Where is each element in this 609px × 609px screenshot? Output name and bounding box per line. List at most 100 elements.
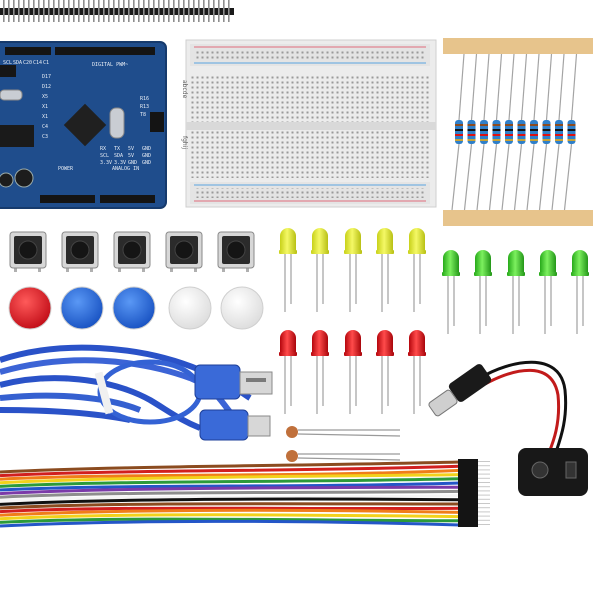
led [571,250,589,334]
photoresistor-2 [286,450,401,462]
led [344,228,362,312]
button-cap [112,286,156,330]
tactile-button [217,231,255,272]
led [408,228,426,312]
led [344,330,362,414]
header-pin [53,0,55,22]
header-pin [28,0,30,22]
board-bottom-label: GND [128,160,137,166]
header-pin [228,0,230,22]
led [539,250,557,334]
header-pin [18,0,20,22]
power-header-bottom [40,195,95,203]
board-bottom-label: TX [114,146,120,152]
analog-header-bottom [100,195,155,203]
header-pin [148,0,150,22]
usb-cable [0,344,273,441]
header-pin-strip [0,0,234,22]
usb-b-plug [199,409,271,441]
board-bottom-label: 3.3V [114,160,126,166]
tactile-button [113,231,151,272]
header-pin [13,0,15,22]
header-pin [38,0,40,22]
resistor [476,53,490,211]
header-pin [133,0,135,22]
photoresistors [286,426,401,462]
board-bottom-label: 5V [128,146,134,152]
header-pin [88,0,90,22]
header-pin [168,0,170,22]
header-pin [118,0,120,22]
header-pin [48,0,50,22]
header-pin [68,0,70,22]
jumper-wire [0,480,490,492]
led [442,250,460,334]
header-pin [218,0,220,22]
header-pin [198,0,200,22]
board-power-label: POWER [58,166,74,172]
board-pin-label-side: X1 [42,114,48,120]
resistor-tape-bottom [443,210,593,226]
header-pin [138,0,140,22]
button-cap [8,286,52,330]
jumper-wire [0,475,490,488]
led [408,330,426,414]
resistor [513,53,528,211]
led [474,250,492,334]
header-pin [143,0,145,22]
header-pin [213,0,215,22]
tactile-button [165,231,203,272]
board-pin-label-side: C4 [42,124,48,130]
board-pin-label-top: SDA [13,60,22,66]
crystal [109,107,125,139]
red-leds [279,330,426,414]
header-pin [163,0,165,22]
header-pin [128,0,130,22]
header-pin [3,0,5,22]
board-pin-label-side: D12 [42,84,51,90]
board-bottom-label: GND [142,160,151,166]
header-pin [43,0,45,22]
header-pin [63,0,65,22]
jumper-wire [0,519,490,528]
resistor [463,53,478,211]
led [311,330,329,414]
jumper-wire [0,484,490,496]
header-pin [208,0,210,22]
jumper-wire [0,496,490,506]
tactile-button [61,231,99,272]
jumper-wire [0,471,490,485]
board-bottom-label: 5V [128,153,134,159]
board-capacitor-1 [0,172,14,188]
resistor [451,53,465,211]
button-cap [168,286,212,330]
header-pin [173,0,175,22]
jumper-wire [0,459,490,474]
resistor [563,53,578,211]
header-pin [203,0,205,22]
board-analog-label: ANALOG IN [112,166,139,172]
led [507,250,525,334]
board-bottom-label: SDA [114,153,123,159]
breadboard-side-label-top: abcde [181,80,188,99]
header-pin [23,0,25,22]
jumper-wires [0,459,490,528]
led [311,228,329,312]
green-leds [442,250,589,334]
header-pin [93,0,95,22]
usb-ic [0,125,34,147]
board-pin-label-side: C3 [42,134,48,140]
board-pin-label-side: X5 [42,94,48,100]
board-bottom-label: RX [100,146,106,152]
breadboard-side-label-bottom: fghij [181,136,188,149]
jumper-wire [0,488,490,499]
header-pin [78,0,80,22]
jumper-wire [0,492,490,503]
header-pin [158,0,160,22]
resistor-tape-top [443,38,593,54]
jumper-wire [0,508,490,517]
